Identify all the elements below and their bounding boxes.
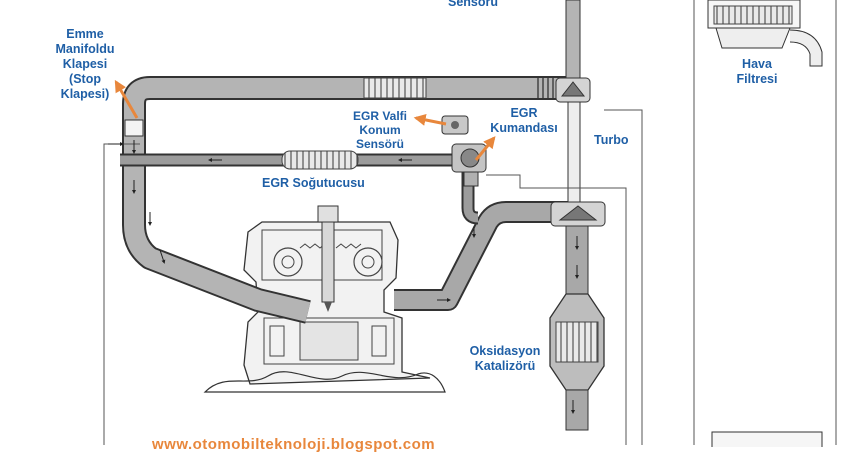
label-oksidasyon-katalizoru: Oksidasyon Katalizörü [469, 344, 541, 373]
flow-arrows [108, 140, 579, 414]
turbo-shaft [567, 99, 581, 203]
lower-right-box [711, 431, 823, 447]
turbo-turbine [550, 201, 606, 227]
pointer-egr-kumandasi [474, 136, 496, 161]
flow-arrow [159, 249, 166, 264]
air-filter-box [707, 0, 823, 67]
pointer-egr-valf-sensor [413, 113, 447, 126]
label-turbo: Turbo [594, 133, 629, 147]
engine-cylinder-head [243, 221, 431, 385]
control-lines [103, 0, 837, 445]
watermark-url: www.otomobilteknoloji.blogspot.com [152, 436, 436, 453]
intercooler-element [363, 77, 427, 99]
egr-valve-actuator [451, 143, 487, 187]
engine-base-outline [203, 371, 446, 393]
label-sensoru-top: Sensörü [448, 0, 499, 9]
turbo-bellows [537, 77, 554, 99]
label-egr-kumandasi: EGR Kumandası [490, 106, 558, 135]
turbo-compressor [555, 77, 591, 103]
label-hava-filtresi: Hava Filtresi [736, 57, 778, 86]
fuel-injector [317, 205, 339, 312]
manifold-flap-body [124, 119, 144, 137]
label-pointers [114, 79, 496, 161]
oxidation-catalyst [549, 293, 605, 431]
egr-cooler [281, 150, 359, 170]
pointer-emme-klapesi [114, 79, 139, 119]
label-egr-sogutucusu: EGR Soğutucusu [262, 176, 365, 190]
label-egr-valfi-konum-sensoru: EGR Valfi Konum Sensörü [352, 109, 408, 151]
label-emme-manifoldu-klapesi: Emme Manifoldu Klapesi (Stop Klapesi) [55, 27, 115, 101]
egr-valve-position-sensor-body [441, 115, 469, 135]
air-intake-pipe [565, 0, 581, 81]
